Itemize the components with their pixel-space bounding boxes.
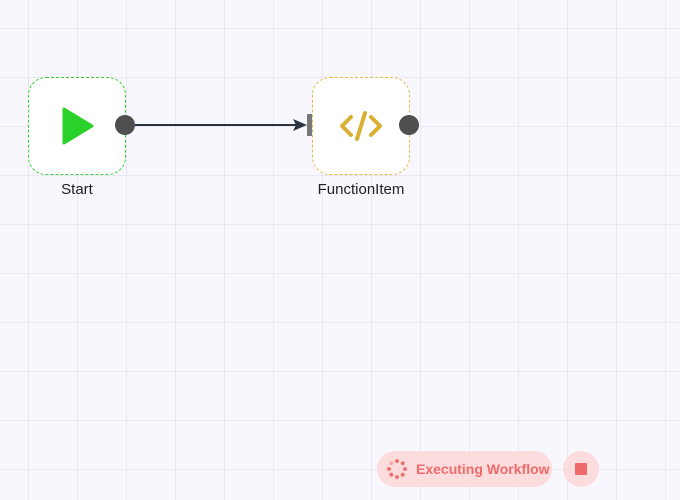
executing-workflow-label: Executing Workflow	[416, 461, 550, 477]
start-node[interactable]	[28, 77, 126, 175]
function-item-node-label: FunctionItem	[317, 181, 405, 198]
code-icon	[340, 111, 382, 141]
start-output-port[interactable]	[115, 115, 135, 135]
play-icon	[62, 107, 94, 145]
start-node-label: Start	[61, 181, 93, 198]
function-item-input-port[interactable]	[307, 114, 316, 136]
stop-execution-button[interactable]	[563, 451, 599, 487]
spinner-icon	[387, 459, 407, 479]
function-item-output-port[interactable]	[399, 115, 419, 135]
function-item-node[interactable]	[312, 77, 410, 175]
stop-icon	[575, 463, 587, 475]
executing-workflow-button[interactable]: Executing Workflow	[377, 451, 552, 487]
